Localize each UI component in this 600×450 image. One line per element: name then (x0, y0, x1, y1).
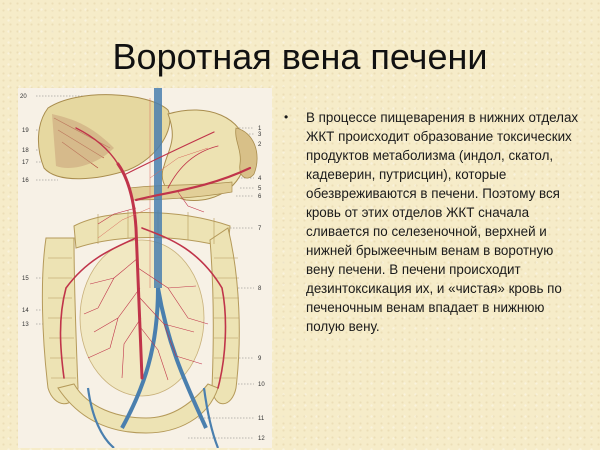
label-3: 3 (258, 132, 262, 138)
label-11: 11 (258, 416, 265, 422)
anatomy-drawing: 20 19 18 17 16 15 14 13 1 2 3 4 5 6 7 8 … (20, 88, 265, 448)
slide-title: Воротная вена печени (112, 36, 488, 77)
label-7: 7 (258, 226, 262, 232)
label-5: 5 (258, 186, 262, 192)
label-12: 12 (258, 436, 265, 442)
bullet-list: • В процессе пищеварения в нижних отдела… (284, 108, 584, 336)
label-1: 1 (258, 126, 262, 132)
label-14: 14 (22, 308, 29, 314)
label-19: 19 (22, 128, 29, 134)
bullet-item: • В процессе пищеварения в нижних отдела… (284, 108, 584, 336)
label-16: 16 (22, 178, 29, 184)
label-18: 18 (22, 148, 29, 154)
bullet-text: В процессе пищеварения в нижних отделах … (306, 110, 579, 334)
label-20: 20 (20, 94, 27, 100)
bullet-dot-icon: • (284, 110, 289, 124)
label-2: 2 (258, 142, 262, 148)
label-13: 13 (22, 322, 29, 328)
label-17: 17 (22, 160, 29, 166)
label-4: 4 (258, 176, 262, 182)
label-9: 9 (258, 356, 262, 362)
portal-vein-illustration: 20 19 18 17 16 15 14 13 1 2 3 4 5 6 7 8 … (18, 88, 272, 448)
label-8: 8 (258, 286, 262, 292)
label-15: 15 (22, 276, 29, 282)
label-6: 6 (258, 194, 262, 200)
label-10: 10 (258, 382, 265, 388)
